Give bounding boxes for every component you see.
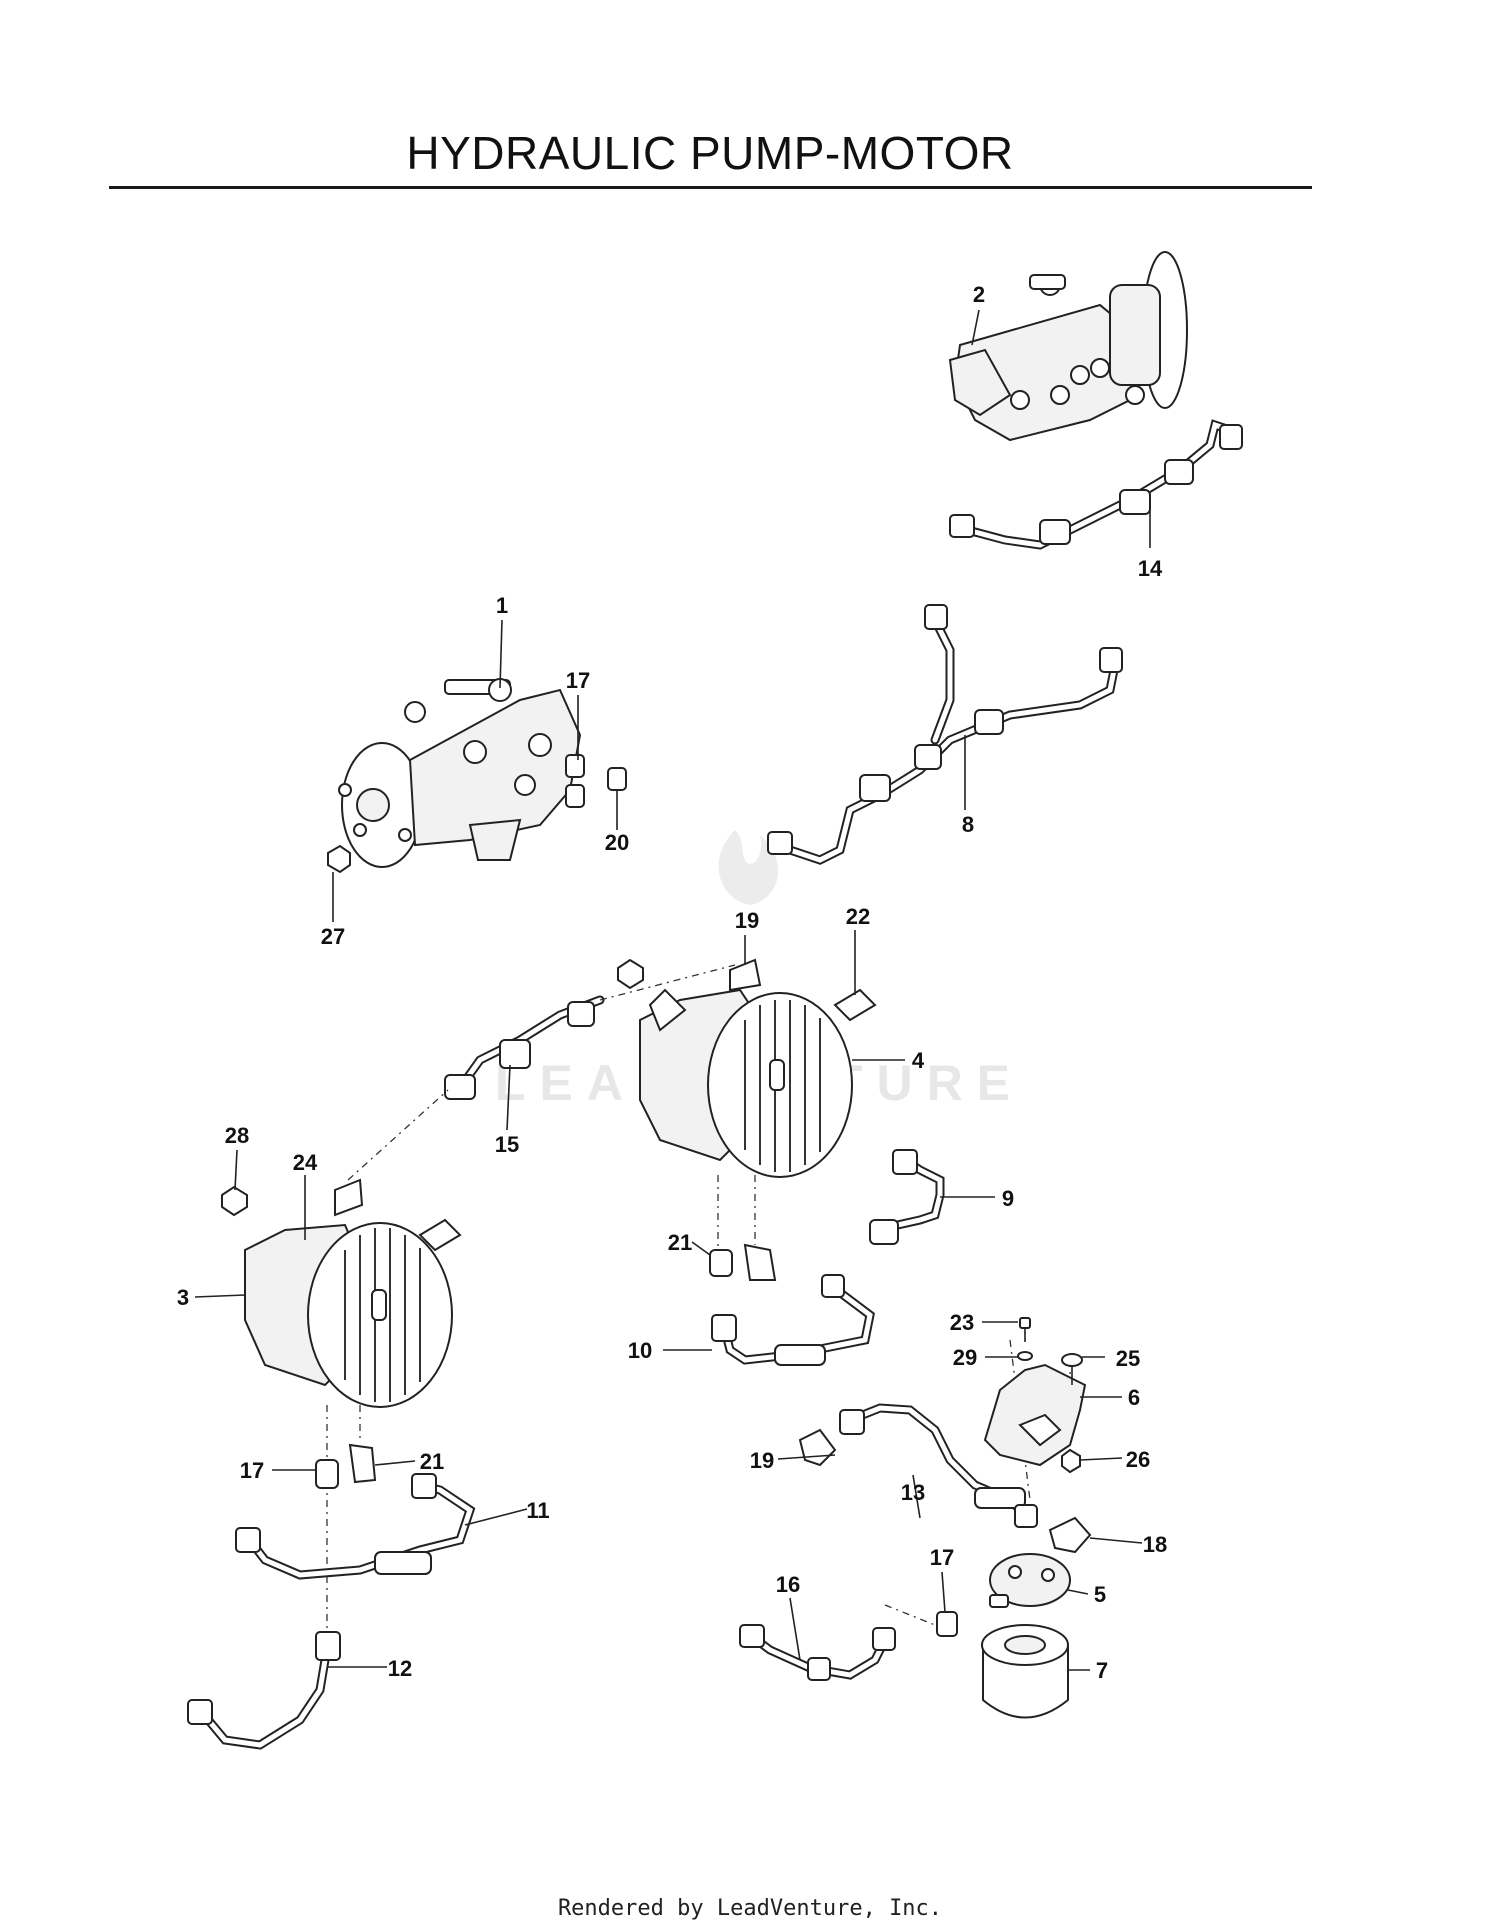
- part-17-fitting-right[interactable]: [936, 1611, 958, 1637]
- callout-21-upper: 21: [668, 1230, 692, 1255]
- callout-19-lower: 19: [750, 1448, 774, 1473]
- callout-17-right: 17: [930, 1545, 954, 1570]
- part-13-hydraulic-hose[interactable]: [839, 1403, 1038, 1528]
- callout-17-left: 17: [240, 1458, 264, 1483]
- part-17-fitting-upper[interactable]: [565, 754, 585, 808]
- callout-28: 28: [225, 1123, 249, 1148]
- callout-17-upper: 17: [566, 668, 590, 693]
- callout-4: 4: [912, 1048, 925, 1073]
- part-21-fitting-upper[interactable]: [709, 1249, 733, 1277]
- callout-numbers: 2 14 1 17 20 27 8 19 22 4 15 28 24 3 9 2…: [177, 282, 1167, 1683]
- callout-10: 10: [628, 1338, 652, 1363]
- part-15-hydraulic-hose[interactable]: [444, 995, 605, 1100]
- callout-6: 6: [1128, 1385, 1140, 1410]
- callout-2: 2: [973, 282, 985, 307]
- part-1-pump-motor[interactable]: [338, 678, 582, 868]
- part-8-hydraulic-hose[interactable]: [767, 604, 1123, 865]
- part-25-bolt[interactable]: [1061, 1353, 1083, 1385]
- part-19-elbow-upper[interactable]: [729, 958, 762, 992]
- callout-1: 1: [496, 593, 508, 618]
- part-fitting-elbow-center[interactable]: [743, 1243, 777, 1281]
- part-3-pump-with-fan[interactable]: [244, 1222, 453, 1408]
- callout-23: 23: [950, 1310, 974, 1335]
- part-28-nut-upper[interactable]: [617, 958, 644, 990]
- callout-12: 12: [388, 1656, 412, 1681]
- part-22-elbow[interactable]: [833, 988, 877, 1022]
- part-7-oil-filter[interactable]: [981, 1624, 1069, 1719]
- part-14-hydraulic-hose[interactable]: [949, 419, 1243, 550]
- part-23-bolt[interactable]: [1019, 1317, 1031, 1342]
- callout-20: 20: [605, 830, 629, 855]
- callout-14: 14: [1138, 556, 1163, 581]
- callout-22: 22: [846, 904, 870, 929]
- callout-18: 18: [1143, 1532, 1167, 1557]
- part-18-elbow[interactable]: [1048, 1516, 1092, 1554]
- part-12-hydraulic-hose[interactable]: [187, 1631, 341, 1750]
- part-10-hydraulic-hose[interactable]: [711, 1274, 875, 1366]
- callout-24: 24: [293, 1150, 318, 1175]
- part-26-nut[interactable]: [1061, 1448, 1081, 1474]
- part-2-pump-motor[interactable]: [948, 251, 1188, 442]
- callout-29: 29: [953, 1345, 977, 1370]
- part-20-fitting[interactable]: [607, 767, 627, 791]
- part-6-mounting-bracket[interactable]: [983, 1363, 1087, 1467]
- callout-25: 25: [1116, 1346, 1140, 1371]
- part-9-hydraulic-hose[interactable]: [869, 1149, 945, 1245]
- part-16-hydraulic-hose[interactable]: [739, 1624, 896, 1681]
- callout-11: 11: [526, 1498, 549, 1523]
- callout-15: 15: [495, 1132, 519, 1157]
- part-28-nut-lower[interactable]: [221, 1185, 248, 1217]
- part-11-hydraulic-hose[interactable]: [235, 1473, 476, 1580]
- callout-26: 26: [1126, 1447, 1150, 1472]
- part-4-pump-with-fan[interactable]: [639, 988, 853, 1178]
- part-fitting-elbow-left[interactable]: [418, 1218, 462, 1252]
- footer-credit: Rendered by LeadVenture, Inc.: [557, 1896, 943, 1921]
- callout-19-upper: 19: [735, 908, 759, 933]
- part-17-fitting-left[interactable]: [315, 1459, 339, 1489]
- callout-27: 27: [321, 924, 345, 949]
- callout-3: 3: [177, 1285, 189, 1310]
- callout-21-lower: 21: [420, 1449, 444, 1474]
- callout-13: 13: [901, 1480, 925, 1505]
- part-19-elbow-lower[interactable]: [798, 1428, 837, 1467]
- callout-5: 5: [1094, 1582, 1106, 1607]
- callout-16: 16: [776, 1572, 800, 1597]
- callout-8: 8: [962, 812, 974, 837]
- callout-7: 7: [1096, 1658, 1108, 1683]
- leader-lines: [194, 309, 1151, 1671]
- title-rule: [109, 186, 1312, 189]
- page-title: HYDRAULIC PUMP-MOTOR: [406, 127, 1014, 179]
- callout-9: 9: [1002, 1186, 1014, 1211]
- part-24-elbow[interactable]: [334, 1178, 364, 1217]
- part-5-filter-head[interactable]: [989, 1553, 1071, 1608]
- part-29-washer[interactable]: [1017, 1351, 1033, 1361]
- part-21-fitting-lower[interactable]: [348, 1443, 377, 1484]
- part-27-nut[interactable]: [327, 844, 351, 874]
